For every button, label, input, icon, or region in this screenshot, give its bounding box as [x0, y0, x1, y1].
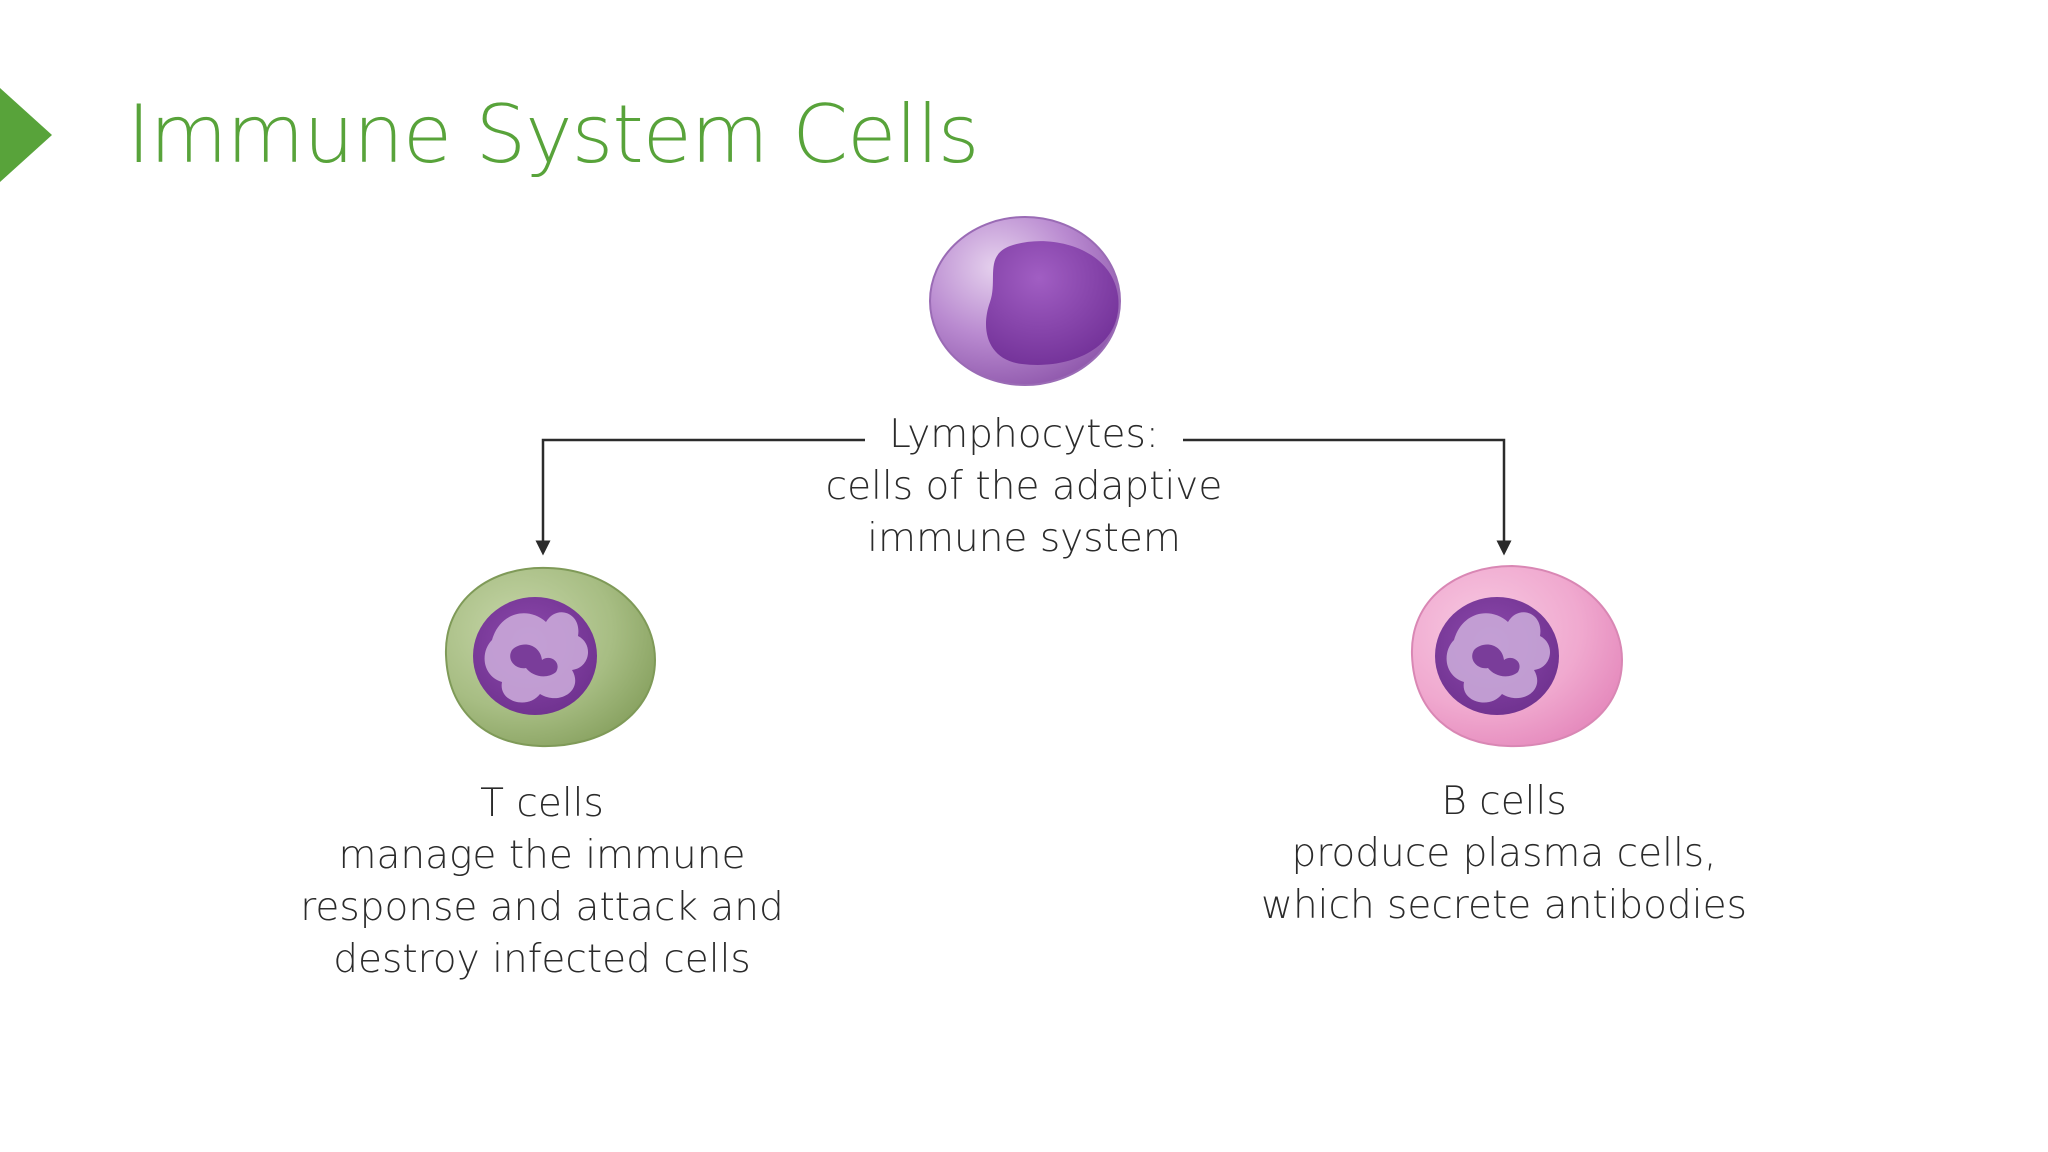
t-cells-label-line: T cells	[480, 781, 604, 826]
t-cells-label-line: manage the immune	[338, 833, 746, 878]
t-cell-icon	[444, 566, 657, 748]
b-cells-label-line: produce plasma cells,	[1291, 831, 1717, 876]
t-cells-label-line: destroy infected cells	[333, 937, 751, 982]
accent-triangle-icon	[0, 88, 52, 182]
b-cells-label-line: which secrete antibodies	[1261, 883, 1747, 928]
b-cells-label-line: B cells	[1441, 779, 1567, 824]
connector-lines	[535, 438, 1512, 556]
b-cell-icon	[1410, 564, 1624, 748]
lymphocytes-label-line: cells of the adaptive	[825, 464, 1223, 509]
t-cells-label: T cells manage the immune response and a…	[242, 778, 842, 986]
slide-title: Immune System Cells	[127, 88, 979, 181]
lymphocytes-label-line: Lymphocytes:	[889, 412, 1159, 457]
b-cells-label: B cells produce plasma cells, which secr…	[1204, 776, 1804, 932]
lymphocytes-label-line: immune system	[867, 516, 1181, 561]
connector-to-t-cells	[535, 438, 865, 556]
lymphocytes-label: Lymphocytes: cells of the adaptive immun…	[784, 409, 1264, 565]
connector-to-b-cells	[1183, 438, 1512, 556]
lymphocyte-cell-icon	[929, 216, 1121, 386]
t-cells-label-line: response and attack and	[300, 885, 784, 930]
